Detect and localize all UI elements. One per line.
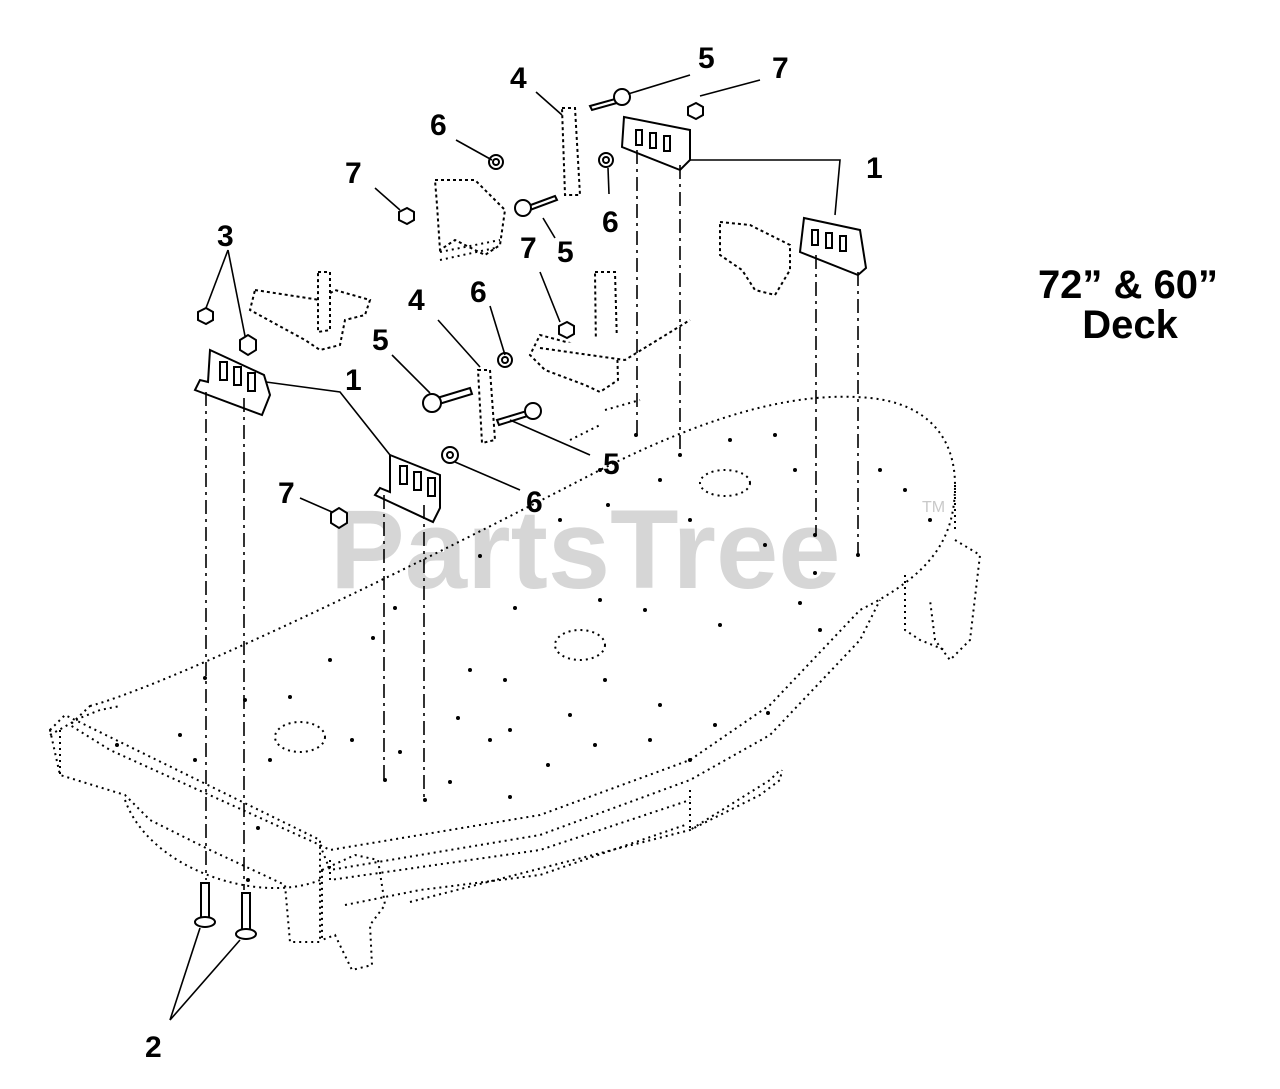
callout-6: 6 — [470, 276, 487, 309]
hanger-bracket — [193, 348, 272, 417]
callout-labels: 5 7 4 6 1 7 6 3 7 5 6 4 5 1 5 7 6 2 — [145, 42, 883, 1064]
callout-7: 7 — [772, 52, 789, 85]
nut — [197, 101, 704, 530]
deck-holes — [115, 433, 932, 882]
callout-1: 1 — [345, 364, 362, 397]
callout-5: 5 — [557, 236, 574, 269]
rear-bar — [48, 713, 321, 943]
bolt — [588, 88, 631, 112]
deck-cutout — [554, 629, 606, 661]
callout-5: 5 — [698, 42, 715, 75]
callout-4: 4 — [408, 284, 425, 317]
callout-3: 3 — [217, 220, 234, 253]
bolt — [514, 194, 559, 217]
hanger-bracket — [798, 216, 868, 277]
callout-1: 1 — [866, 152, 883, 185]
carriage-bolt — [194, 882, 257, 940]
callout-7: 7 — [520, 232, 537, 265]
hanger-bracket — [620, 115, 691, 172]
callout-6: 6 — [430, 109, 447, 142]
deck-mount-brackets — [248, 179, 791, 441]
callout-6: 6 — [526, 486, 543, 519]
leader-lines — [169, 74, 841, 1021]
chain — [476, 369, 497, 445]
deck-cutout — [699, 469, 751, 497]
bolt — [495, 402, 542, 427]
callout-4: 4 — [510, 62, 527, 95]
callout-7: 7 — [278, 477, 295, 510]
deck-size-label: 72” & 60” Deck — [1038, 263, 1218, 347]
deck-cutout — [274, 721, 326, 753]
callout-5: 5 — [603, 448, 620, 481]
callout-6: 6 — [602, 206, 619, 239]
chain — [560, 107, 582, 196]
front-wheel-bracket-left — [321, 853, 387, 972]
callout-5: 5 — [372, 324, 389, 357]
bolt — [422, 386, 474, 413]
alignment-lines — [205, 150, 859, 890]
mower-deck — [48, 395, 982, 972]
callout-7: 7 — [345, 157, 362, 190]
deck-top-outline — [68, 395, 957, 852]
deck-size-line-1: 72” & 60” — [1038, 263, 1218, 307]
callout-2: 2 — [145, 1031, 162, 1064]
deck-size-line-2: Deck — [1082, 303, 1178, 347]
watermark-trademark: TM — [922, 499, 945, 516]
washer — [441, 152, 614, 464]
